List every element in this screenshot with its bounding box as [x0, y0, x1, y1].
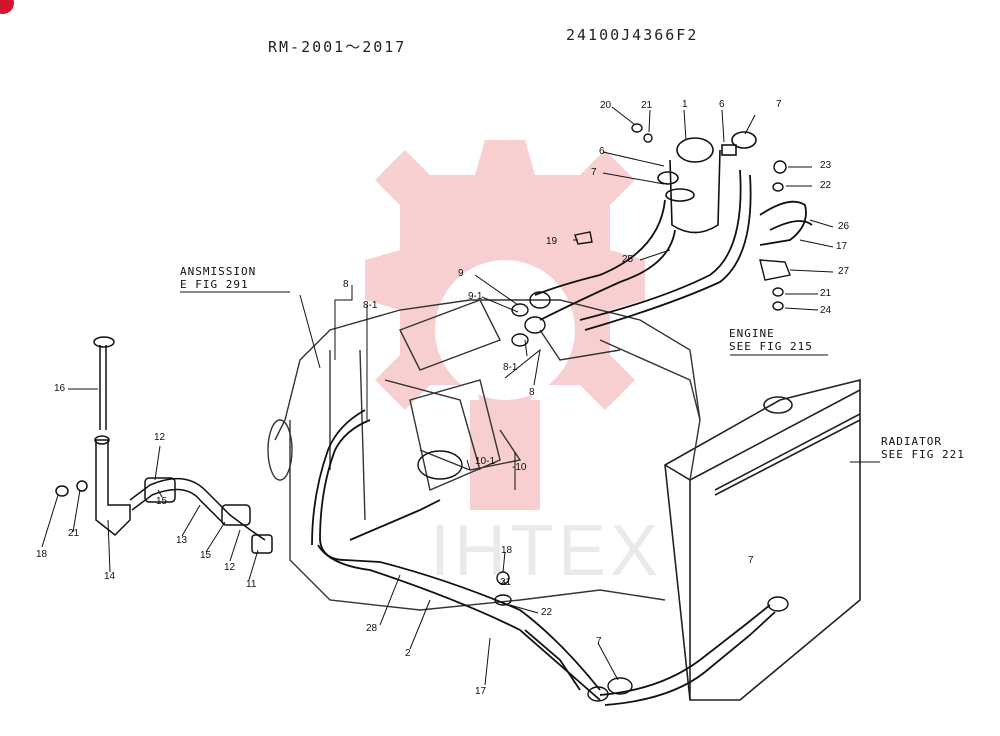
oil-filter-assembly — [657, 131, 757, 234]
watermark-text: IHTEX — [430, 511, 663, 591]
callout-label: 17 — [475, 686, 487, 697]
callout-label: 21 — [641, 100, 653, 111]
callout-label: 19 — [546, 236, 558, 247]
callout-label: 25 — [622, 254, 634, 265]
callout-label: 26 — [838, 221, 850, 232]
callout-label: 23 — [820, 160, 832, 171]
engine-ref-line2: SEE FIG 215 — [729, 340, 813, 353]
callout-label: 22 — [541, 607, 553, 618]
brand-badge-icon — [0, 0, 14, 14]
callout-label: 12 — [154, 432, 166, 443]
radiator-ref-line1: RADIATOR — [881, 435, 942, 448]
watermark-gear-icon — [365, 140, 645, 510]
callout-label: 28 — [366, 623, 378, 634]
callout-label: 15 — [156, 496, 168, 507]
callout-label: 7 — [591, 167, 597, 178]
callout-label: 18 — [36, 549, 48, 560]
callout-label: 20 — [600, 100, 612, 111]
callout-label: 8 — [343, 279, 349, 290]
hoses — [311, 169, 813, 706]
engine-transmission — [267, 299, 701, 611]
callout-label: 6 — [719, 99, 725, 110]
callout-label: 22 — [820, 180, 832, 191]
callout-label: 21 — [68, 528, 80, 539]
model-range: RM-2001～2017 — [268, 38, 407, 56]
part-number: 24100J4366F2 — [566, 26, 699, 44]
radiator — [664, 378, 861, 701]
callout-label: 9 — [458, 268, 464, 279]
callout-label: 14 — [104, 571, 116, 582]
callout-label: 7 — [776, 99, 782, 110]
transmission-ref-line2: E FIG 291 — [180, 278, 249, 291]
callout-label: 7 — [748, 555, 754, 566]
callout-label: 12 — [224, 562, 236, 573]
callout-label: 21 — [500, 577, 512, 588]
callout-label: 15 — [200, 550, 212, 561]
small-parts — [417, 123, 791, 702]
callout-label: 24 — [820, 305, 832, 316]
radiator-ref-line2: SEE FIG 221 — [881, 448, 965, 461]
callout-label: 1 — [682, 99, 688, 110]
callout-label: 6 — [599, 146, 605, 157]
callout-label: -10 — [512, 462, 527, 473]
callout-label: 21 — [820, 288, 832, 299]
transmission-ref-line1: ANSMISSION — [180, 265, 257, 278]
engine-ref-line1: ENGINE — [729, 327, 775, 340]
callout-label: 17 — [836, 241, 848, 252]
callout-label: 16 — [54, 383, 66, 394]
callout-label: 18 — [501, 545, 513, 556]
callout-label: 11 — [246, 579, 257, 590]
callout-label: 2 — [405, 648, 411, 659]
callout-label: 8-1 — [503, 362, 518, 373]
leader-lines — [41, 106, 880, 686]
callout-label: 8 — [529, 387, 535, 398]
callout-label: 7 — [596, 636, 602, 647]
callout-label: 27 — [838, 266, 850, 277]
callout-label: 10-1 — [475, 456, 496, 467]
callout-label: 13 — [176, 535, 188, 546]
callout-label: 9-1 — [468, 291, 483, 302]
callout-label: 8-1 — [363, 300, 378, 311]
dipstick-and-filler — [55, 336, 273, 554]
